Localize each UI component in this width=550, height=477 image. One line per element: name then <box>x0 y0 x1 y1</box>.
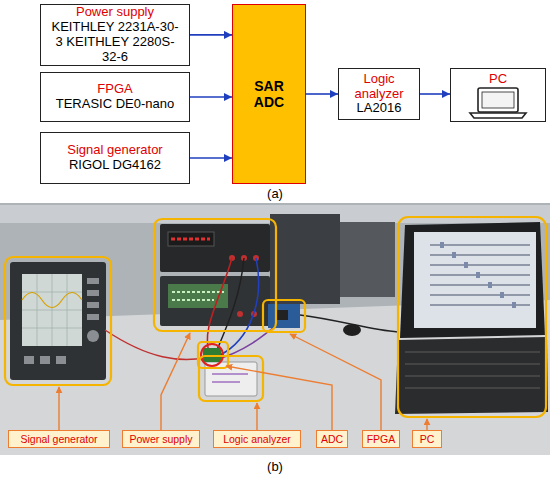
power-supply-device <box>160 224 270 272</box>
waveform <box>22 293 82 308</box>
panel-label: (b) <box>255 459 295 474</box>
converter-box: SAR ADC <box>232 4 306 184</box>
signal-generator-device <box>10 262 106 380</box>
node-title: Power supply <box>129 433 192 445</box>
model-name: TERASIC DE0-nano <box>56 97 175 112</box>
display-digits <box>172 292 224 300</box>
device-box: PC <box>450 68 546 122</box>
signal-arrow <box>190 34 232 36</box>
node-title: ADC <box>321 433 343 445</box>
power-supply-device <box>160 276 270 326</box>
fpga-chip <box>276 310 288 320</box>
panel-label: (a) <box>255 186 295 201</box>
signal-arrow <box>420 93 450 95</box>
photo-tag: FPGA <box>362 430 400 448</box>
leader-line <box>59 333 427 430</box>
screen-traces <box>430 245 530 305</box>
wire <box>220 258 259 355</box>
device-box: FPGATERASIC DE0-nano <box>40 72 190 122</box>
node-title: PC <box>420 433 435 445</box>
device-box: Logic analyzerLA2016 <box>338 68 420 120</box>
keys <box>405 352 540 388</box>
fpga-board <box>268 304 300 328</box>
laptop-lid <box>400 222 545 338</box>
photo-tag: Power supply <box>122 430 200 448</box>
mouse <box>343 324 361 336</box>
model-name: LA2016 <box>357 101 402 116</box>
signal-arrow <box>306 93 338 95</box>
photo-tag: PC <box>412 430 442 448</box>
device-box: Power supplyKEITHLEY 2231A-30-3 KEITHLEY… <box>40 4 190 66</box>
generator-screen <box>22 274 82 346</box>
node-title: Power supply <box>76 5 154 20</box>
node-title: Signal generator <box>20 433 97 445</box>
display <box>168 232 214 246</box>
node-title: PC <box>489 72 507 87</box>
model-name: RIGOL DG4162 <box>69 158 161 173</box>
wire <box>207 258 232 355</box>
photo-tag: Logic analyzer <box>213 430 301 448</box>
generator-buttons <box>24 278 99 364</box>
node-title: Signal generator <box>67 143 162 158</box>
laptop-screen <box>414 232 536 328</box>
photo-background <box>0 203 550 455</box>
back-instrument <box>270 214 340 304</box>
device-box: Signal generatorRIGOL DG4162 <box>40 132 190 184</box>
node-title: Logic analyzer <box>343 72 415 102</box>
node-title: Logic analyzer <box>223 433 291 445</box>
node-title: FPGA <box>97 82 132 97</box>
probe-wires <box>212 374 248 382</box>
node-title: SAR ADC <box>247 78 291 110</box>
signal-arrow <box>190 157 232 159</box>
signal-arrow <box>190 96 232 98</box>
back-instrument <box>340 222 395 297</box>
laptop-icon <box>470 88 526 118</box>
screen-pulses <box>440 242 516 308</box>
node-title: FPGA <box>367 433 396 445</box>
laptop-keyboard <box>395 337 548 414</box>
photo-tag: Signal generator <box>8 430 110 448</box>
screen-grid <box>22 274 82 346</box>
highlight-outline <box>5 217 546 417</box>
display-digits <box>171 238 210 241</box>
photo-tag: ADC <box>316 430 348 448</box>
model-name: KEITHLEY 2231A-30-3 KEITHLEY 2280S-32-6 <box>49 20 181 65</box>
